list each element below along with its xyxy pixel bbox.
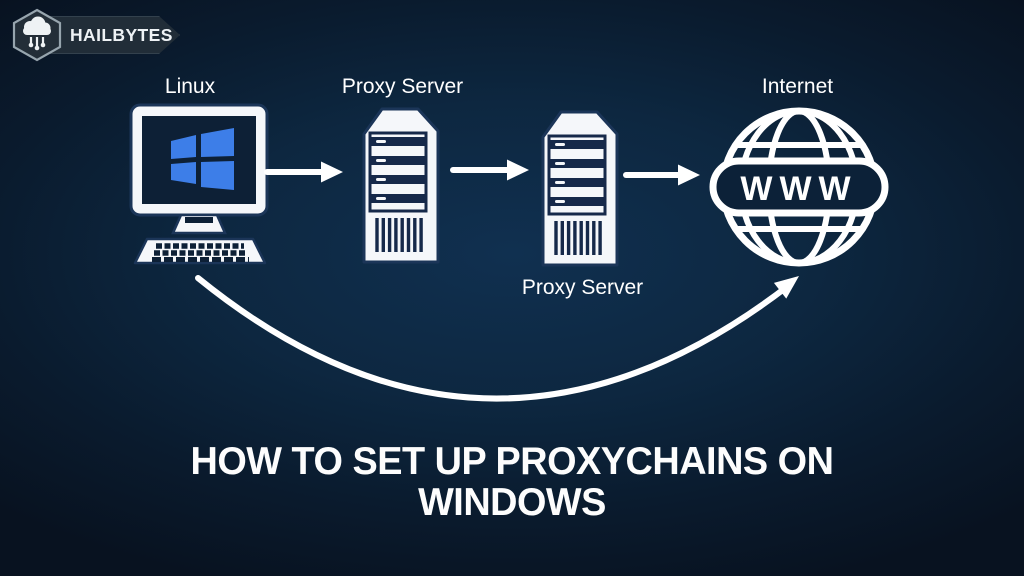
desktop-computer-icon — [129, 103, 269, 265]
cloud-hail-icon — [12, 8, 62, 62]
label-internet: Internet — [761, 75, 834, 98]
hailbytes-logo: HAILBYTES — [6, 5, 196, 62]
windows-logo-icon — [171, 128, 234, 190]
label-proxy-server-2: Proxy Server — [521, 276, 644, 299]
www-text: WWW — [740, 170, 857, 208]
arrow-right-icon — [264, 161, 343, 183]
arrow-right-icon — [450, 159, 529, 181]
brand-name: HAILBYTES — [70, 25, 173, 45]
server-tower-icon — [541, 110, 619, 267]
keyboard-keys — [152, 243, 249, 262]
label-linux: Linux — [164, 75, 216, 98]
title-line-1: HOW TO SET UP PROXYCHAINS ON — [190, 440, 834, 483]
title-line-2: WINDOWS — [418, 481, 606, 524]
www-globe-icon: WWW — [709, 107, 889, 267]
arrow-right-icon — [623, 164, 700, 186]
label-proxy-server-1: Proxy Server — [341, 75, 464, 98]
server-tower-icon — [362, 107, 440, 264]
video-title: HOW TO SET UP PROXYCHAINS ON WINDOWS — [15, 441, 1008, 523]
